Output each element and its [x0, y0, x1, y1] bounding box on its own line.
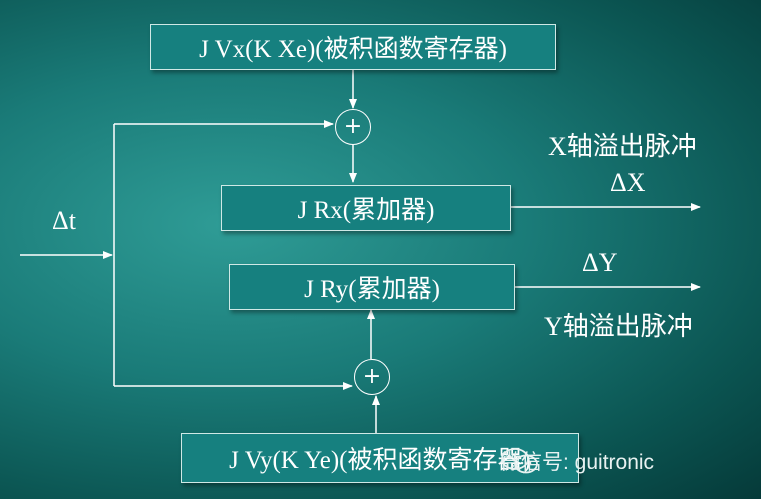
top-adder: + [335, 109, 371, 145]
delta-y-label: ΔY [582, 248, 618, 277]
x-overflow-pulse-label: X轴溢出脉冲 [548, 132, 697, 161]
jrx-accumulator-block: J Rx(累加器) [221, 185, 511, 231]
jry-accumulator-block: J Ry(累加器) [229, 264, 515, 310]
wechat-icon [501, 448, 538, 474]
watermark-text: 微信号: guitronic [500, 451, 655, 474]
delta-x-label: ΔX [610, 168, 646, 197]
watermark: 微信号: guitronic [500, 446, 654, 476]
delta-t-label: Δt [52, 206, 76, 235]
bottom-adder: + [354, 359, 390, 395]
jvy-register-block: J Vy(K Ye)(被积函数寄存器) [181, 433, 579, 483]
jvx-register-block: J Vx(K Xe)(被积函数寄存器) [150, 24, 556, 70]
y-overflow-pulse-label: Y轴溢出脉冲 [544, 312, 693, 341]
